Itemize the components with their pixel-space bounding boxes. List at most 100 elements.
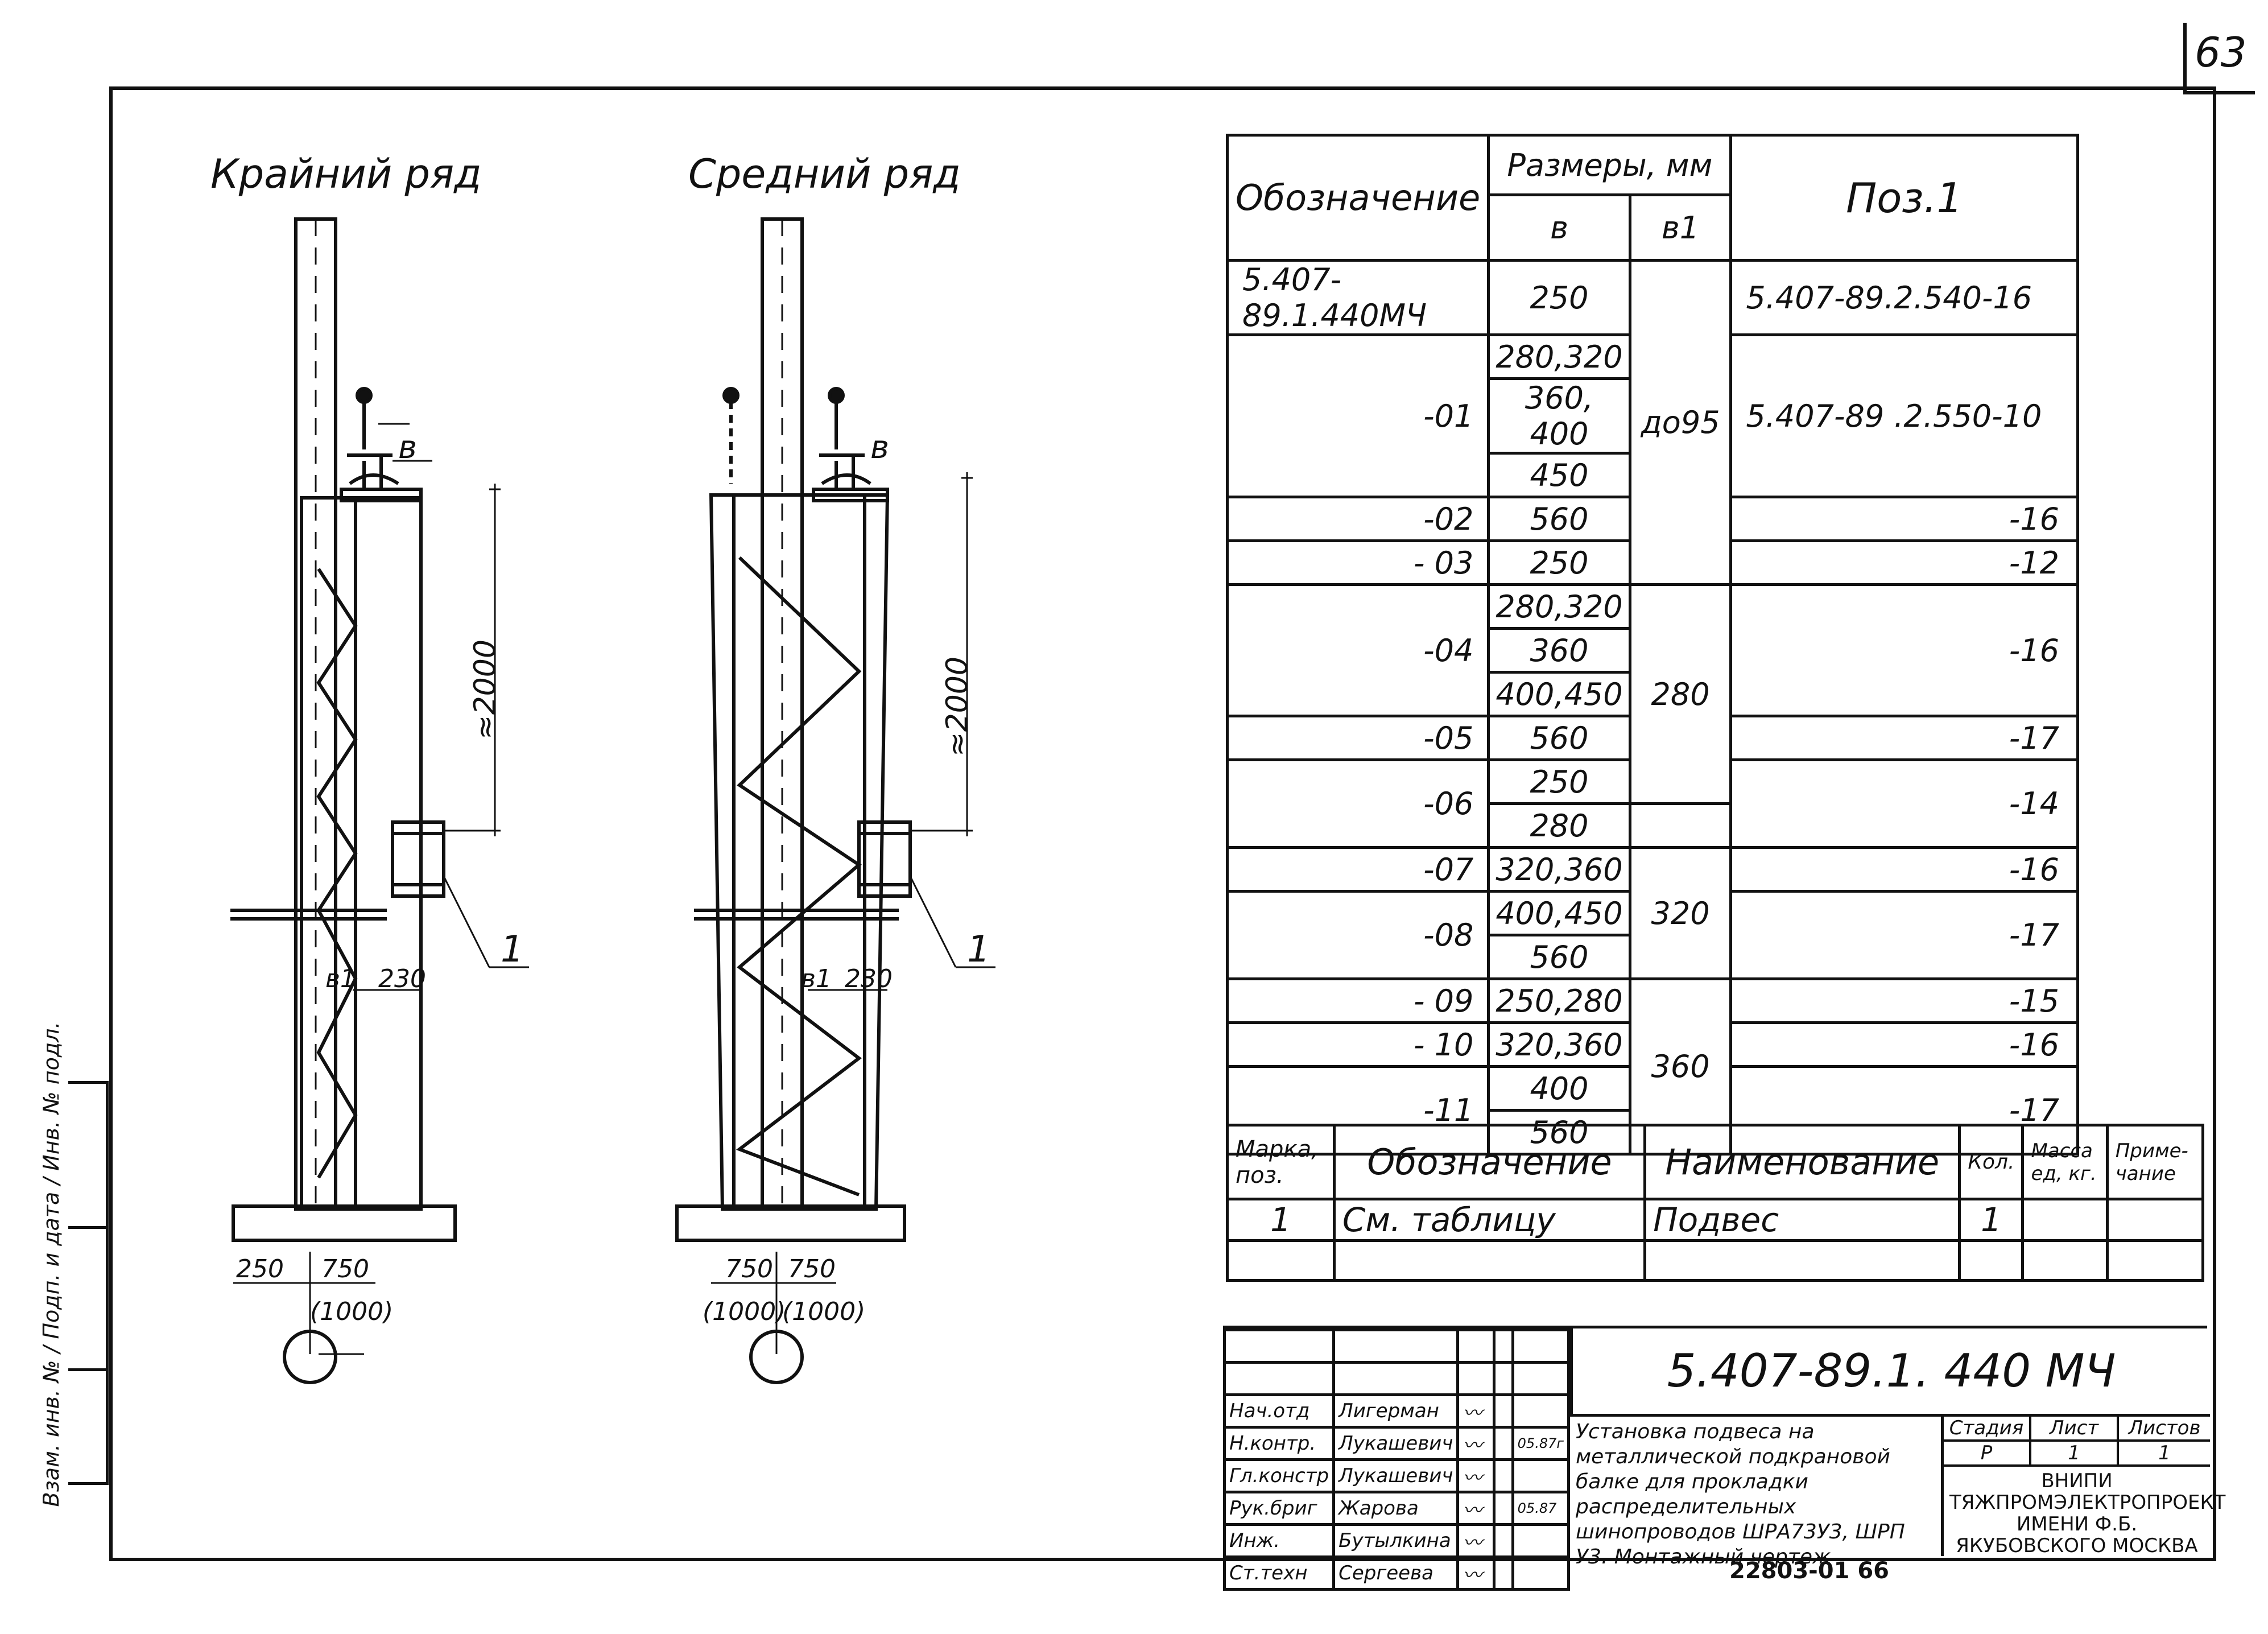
row-b: 320,360 [1487,846,1631,893]
side-stamp-strip [68,1081,109,1485]
row-p: -16 [1729,846,2079,893]
row-p: 5.407-89.2.540-16 [1729,259,2079,336]
spec-table: Обозначение Размеры, мм Поз.1 в в1 5.407… [1225,134,2079,1156]
row-b1: 320 [1628,846,1733,980]
person: Лукашевич [1332,1458,1460,1493]
label-b1-right: в1 [801,964,832,993]
middle-row-column [675,217,995,1384]
edge-row-title: Крайний ряд [210,151,481,197]
row-b1: 280 [1628,583,1733,805]
sheet-value: 1 [2031,1442,2119,1464]
date: 05.87г [1511,1426,1571,1461]
h-designation: Обозначение [1225,134,1490,262]
parts-table: Марка, поз. Обозначение Наименование Кол… [1226,1124,2205,1282]
edge-row-column [230,217,529,1384]
signature: 〰 [1456,1523,1496,1558]
sheets-value: 1 [2158,1442,2171,1464]
row-p: -17 [1729,715,2079,761]
part-mark: 1 [1226,1198,1336,1242]
signature: 〰 [1456,1458,1496,1493]
org-name: ВНИПИ ТЯЖПРОМЭЛЕКТРОПРОЕКТ ИМЕНИ Ф.Б. ЯК… [1949,1470,2226,1557]
h-mark: Марка, поз. [1226,1124,1336,1200]
row-b: 250 [1487,539,1631,586]
row-p: 5.407-89 .2.550-10 [1729,333,2079,498]
stage-value: Р [1944,1442,2031,1464]
left-dim-750: 750 [321,1255,369,1284]
bottom-code: 22803-01 66 [1729,1558,1890,1584]
person: Бутылкина [1332,1523,1460,1558]
row-b: 450 [1487,452,1631,498]
label-b1-left: в1 [325,964,356,993]
row-d: -02 [1225,496,1490,542]
sheets-label: Листов [2128,1417,2201,1439]
row-p: -16 [1729,1021,2079,1068]
signature: 〰 [1456,1491,1496,1526]
h-b1: в1 [1628,193,1733,262]
row-b: 400 [1487,1065,1631,1112]
row-b: 400,450 [1487,671,1631,717]
row-b: 250 [1487,758,1631,805]
row-p: -17 [1729,890,2079,980]
part-designation: См. таблицу [1332,1198,1647,1242]
mounting-drawing: Крайний ряд Средний ряд ≈2000 ≈2000 в в … [210,151,995,1384]
row-d: -07 [1225,846,1490,893]
row-b: 250,280 [1487,977,1631,1024]
row-b1: до95 [1628,259,1733,586]
row-b: 280 [1487,802,1631,849]
h-b: в [1487,193,1631,262]
row-p: -12 [1729,539,2079,586]
h-qty: Кол. [1958,1124,2025,1200]
row-d: -04 [1225,583,1490,717]
row-p: -16 [1729,583,2079,717]
row-p: -15 [1729,977,2079,1024]
row-b: 560 [1487,715,1631,761]
row-d: - 10 [1225,1021,1490,1068]
left-dim-1000: (1000) [310,1297,393,1326]
row-b: 400,450 [1487,890,1631,936]
person: Жарова [1332,1491,1460,1526]
doc-title: Установка подвеса на металлической подкр… [1576,1420,1905,1569]
doc-code: 5.407-89.1. 440 МЧ [1570,1328,2210,1417]
row-d: -06 [1225,758,1490,849]
row-b: 280,320 [1487,583,1631,630]
stage-label: Стадия [1944,1417,2031,1439]
role: Гл.констр [1222,1458,1336,1493]
row-b: 320,360 [1487,1021,1631,1068]
dim-2000-left: ≈2000 [468,639,502,740]
h-sizes: Размеры, мм [1487,134,1733,196]
part-qty: 1 [1958,1198,2025,1242]
row-b: 560 [1487,496,1631,542]
sheet-label: Лист [2031,1417,2119,1439]
role: Нач.отд [1222,1393,1336,1429]
middle-row-title: Средний ряд [688,151,961,197]
drawing-frame [109,86,2216,1561]
stage-block: Стадия Лист Листов Р 1 1 ВНИПИ ТЯЖПРОМЭЛ… [1941,1417,2225,1557]
person: Сергеева [1332,1555,1460,1591]
page-number-box: 63 [2183,23,2255,94]
h-mass: Масса ед, кг. [2021,1124,2109,1200]
signature: 〰 [1456,1555,1496,1591]
row-b: 560 [1487,934,1631,980]
right-dim-750b: 750 [788,1255,836,1284]
h-designation: Обозначение [1332,1124,1647,1200]
row-d: -08 [1225,890,1490,980]
row-d: - 09 [1225,977,1490,1024]
signature: 〰 [1456,1426,1496,1461]
person: Лукашевич [1332,1426,1460,1461]
role: Н.контр. [1222,1426,1336,1461]
dim-230-right: 230 [845,964,893,993]
dim-230-left: 230 [378,964,426,993]
title-block: Нач.отд Лигерман 〰 Н.контр. Лукашевич 〰 … [1222,1326,2225,1591]
signatures-table: Нач.отд Лигерман 〰 Н.контр. Лукашевич 〰 … [1222,1328,1571,1591]
right-dim-1000a: (1000) [703,1297,786,1326]
role: Рук.бриг [1222,1491,1336,1526]
row-d: 5.407-89.1.440МЧ [1225,259,1490,336]
row-d: -01 [1225,333,1490,498]
date: 05.87 [1511,1491,1571,1526]
page-number: 63 [2195,28,2247,76]
right-dim-1000b: (1000) [782,1297,865,1326]
drawing-labels: Крайний ряд Средний ряд ≈2000 ≈2000 в в … [210,151,990,1326]
callout-1-left: 1 [501,929,524,971]
row-b: 250 [1487,259,1631,336]
row-d: - 03 [1225,539,1490,586]
